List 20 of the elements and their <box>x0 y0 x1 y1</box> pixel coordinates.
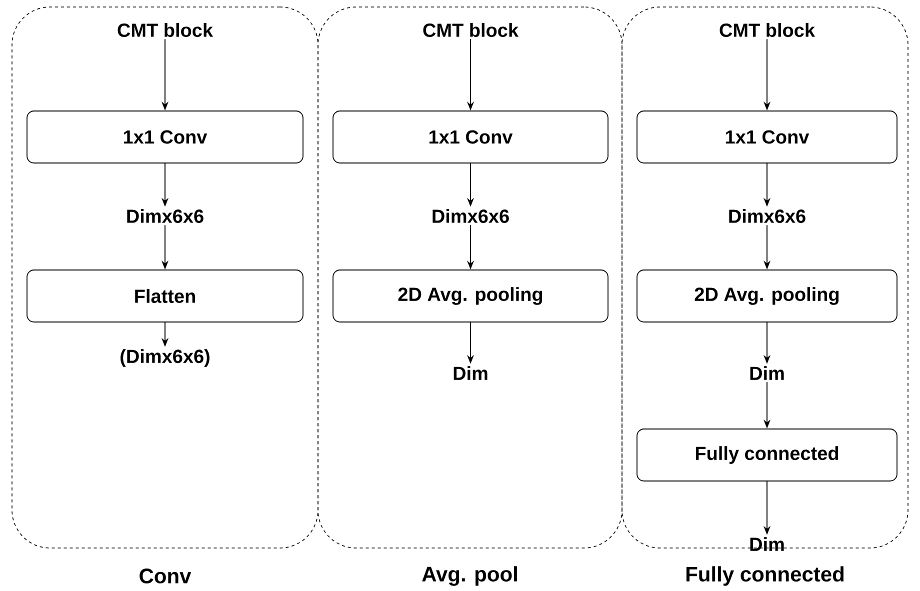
data-label: (Dimx6x6) <box>120 349 210 367</box>
data-label: CMT block <box>423 23 519 37</box>
data-label: Dimx6x6 <box>432 209 509 223</box>
process-box: 1x1 Conv <box>26 110 304 164</box>
process-box: 2D Avg. pooling <box>636 270 898 322</box>
process-box: Flatten <box>26 270 304 322</box>
process-box: 1x1 Conv <box>332 110 608 164</box>
node-label: Avg. pool <box>422 566 517 586</box>
data-label: Dimx6x6 <box>127 209 204 223</box>
data-label: Dimx6x6 <box>729 209 806 223</box>
node-label: Conv <box>140 568 192 584</box>
data-label: Dim <box>750 366 784 380</box>
data-label: CMT block <box>118 23 214 37</box>
process-box: Fully connected <box>636 428 898 482</box>
data-label: Dim <box>750 537 784 551</box>
data-label: CMT block <box>720 23 816 37</box>
process-box: 1x1 Conv <box>636 110 898 164</box>
node-label: Fully connected <box>686 566 844 586</box>
process-box: 2D Avg. pooling <box>332 270 608 322</box>
data-label: Dim <box>454 366 488 380</box>
